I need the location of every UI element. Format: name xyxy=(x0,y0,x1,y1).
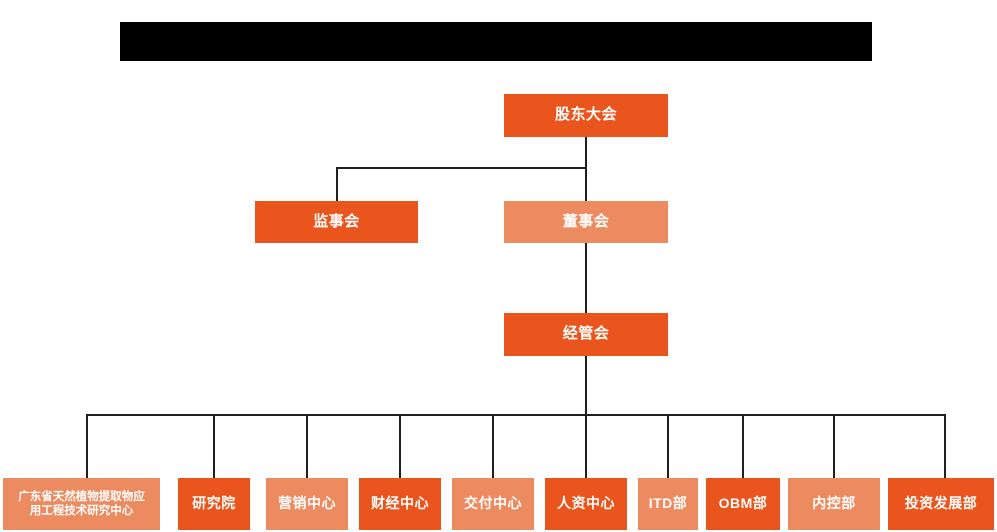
node-label: 营销中心 xyxy=(278,495,336,512)
node-obm-dept[interactable]: OBM部 xyxy=(706,478,780,530)
connector-bus-level2 xyxy=(336,167,587,169)
connector-down-itd-dept xyxy=(667,414,669,478)
node-marketing-center[interactable]: 营销中心 xyxy=(266,478,348,530)
node-supervisory-board[interactable]: 监事会 xyxy=(255,201,418,243)
node-delivery-center[interactable]: 交付中心 xyxy=(452,478,534,530)
node-investment-development-dept[interactable]: 投资发展部 xyxy=(888,478,994,530)
connector-down-delivery-center xyxy=(492,414,494,478)
connector-down-investment-dept xyxy=(944,414,946,478)
node-internal-control-dept[interactable]: 内控部 xyxy=(788,478,880,530)
node-label: 股东大会 xyxy=(554,106,617,124)
node-label: 经管会 xyxy=(562,325,610,343)
node-research-institute[interactable]: 研究院 xyxy=(178,478,250,530)
connector-down-finance-center xyxy=(399,414,401,478)
redacted-title-bar xyxy=(120,22,872,61)
node-label: 交付中心 xyxy=(464,495,522,512)
connector-down-hr-center xyxy=(585,414,587,478)
node-itd-dept[interactable]: ITD部 xyxy=(638,478,698,530)
node-label: 董事会 xyxy=(562,212,610,230)
node-board-of-directors[interactable]: 董事会 xyxy=(504,201,668,243)
node-shareholders-meeting[interactable]: 股东大会 xyxy=(504,94,668,137)
connector-down-research-institute xyxy=(213,414,215,478)
connector-bus-departments xyxy=(86,414,946,416)
node-label-line1: 广东省天然植物提取物应 xyxy=(18,490,145,503)
node-finance-center[interactable]: 财经中心 xyxy=(359,478,441,530)
connector-down-research-center xyxy=(86,414,88,478)
connector-down-internal-control-dept xyxy=(833,414,835,478)
connector-down-obm-dept xyxy=(742,414,744,478)
node-management-committee[interactable]: 经管会 xyxy=(504,313,668,356)
node-label: 财经中心 xyxy=(371,495,429,512)
node-label: 研究院 xyxy=(192,495,236,512)
node-label: 人资中心 xyxy=(557,495,615,512)
node-label-line2: 用工程技术研究中心 xyxy=(29,505,134,517)
node-natural-plant-extract-research-center[interactable]: 广东省天然植物提取物应 用工程技术研究中心 xyxy=(3,478,160,530)
node-label: OBM部 xyxy=(718,495,768,512)
node-label: 监事会 xyxy=(313,212,360,230)
connector-down-marketing-center xyxy=(306,414,308,478)
connector-board-to-management xyxy=(585,242,587,314)
node-label: 投资发展部 xyxy=(904,495,978,512)
connector-down-board xyxy=(585,167,587,201)
node-hr-center[interactable]: 人资中心 xyxy=(545,478,627,530)
node-label: 广东省天然植物提取物应 用工程技术研究中心 xyxy=(18,490,145,519)
connector-down-supervisory xyxy=(336,167,338,201)
node-label: 内控部 xyxy=(812,495,856,512)
connector-management-to-bus xyxy=(585,356,587,416)
node-label: ITD部 xyxy=(648,495,688,512)
connector-shareholders-down xyxy=(585,137,587,169)
